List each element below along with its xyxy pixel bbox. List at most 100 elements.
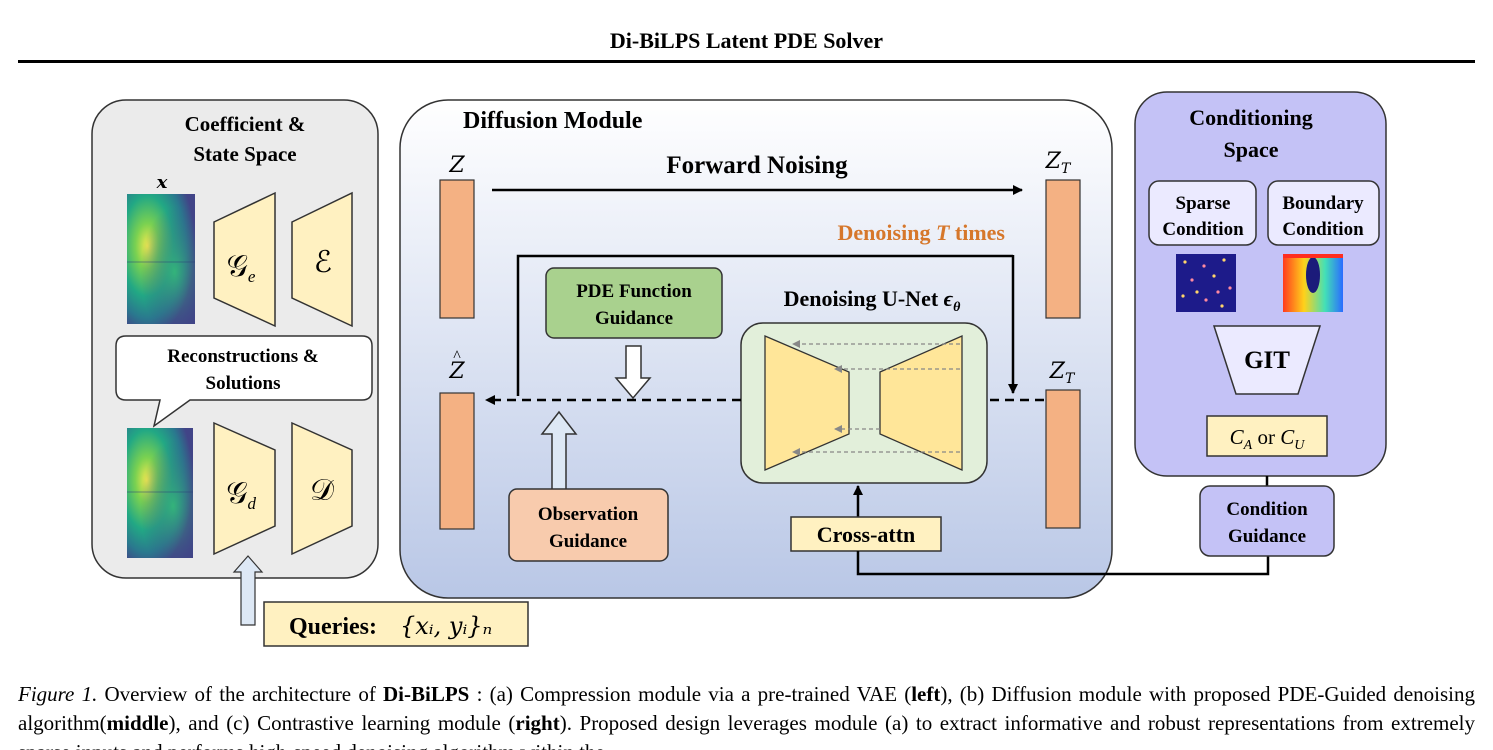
or-word: or [1252, 425, 1280, 449]
pde-guidance-line2: Guidance [595, 308, 673, 329]
queries-math: {xᵢ, yᵢ}ₙ [400, 612, 492, 640]
cu-c: C [1280, 425, 1295, 449]
boundary-condition-box: Boundary Condition [1267, 180, 1380, 246]
zt-top-label: Z [1045, 149, 1062, 174]
denoising-times-prefix: Denoising [838, 220, 936, 245]
input-field-heatmap [127, 194, 195, 324]
zhat-hat: ^ [453, 348, 461, 365]
caption-text-b: : (a) Compression module via a pre-train… [469, 682, 912, 706]
latent-zt-top [1045, 179, 1081, 319]
left-panel: Coefficient & State Space x 𝒢e ℰ Reconst… [91, 99, 529, 647]
ca-sub: A [1243, 438, 1253, 453]
forward-noising-label: Forward Noising [666, 152, 848, 179]
unet-encoder [764, 335, 850, 471]
caption-text-e: ). Proposed design leverages module (a) … [18, 711, 1475, 750]
sparse-line1: Sparse [1176, 193, 1231, 214]
encoder-ge: 𝒢e [213, 191, 276, 328]
decoder-d-symbol: 𝒟 [310, 474, 334, 507]
sparse-condition-box: Sparse Condition [1148, 180, 1257, 246]
unet-label: Denoising U-Net [784, 286, 944, 311]
svg-text:𝒢e: 𝒢e [227, 250, 256, 286]
observation-line2: Guidance [549, 531, 627, 552]
svg-text:ZT: ZT [1045, 149, 1072, 177]
denoising-times-T: T [936, 220, 951, 245]
figure-caption: Figure 1. Overview of the architecture o… [18, 680, 1475, 750]
conditioning-title-line1: Conditioning [1189, 105, 1313, 130]
denoising-loop-top [516, 254, 1013, 396]
unet-epsilon: ϵ [944, 286, 954, 311]
input-x-label: x [156, 172, 168, 193]
pde-guidance-arrow [614, 345, 652, 400]
observation-line1: Observation [538, 504, 639, 525]
decoder-d: 𝒟 [291, 421, 353, 556]
boundary-line2: Condition [1282, 219, 1364, 240]
svg-text:CA or CU: CA or CU [1230, 425, 1306, 453]
decoder-gd: 𝒢d [213, 421, 276, 556]
ca-c: C [1230, 425, 1245, 449]
ca-or-cu-box: CA or CU [1206, 415, 1328, 457]
page-header-title: Di-BiLPS Latent PDE Solver [609, 28, 884, 53]
queries-box: Queries: {xᵢ, yᵢ}ₙ [263, 601, 529, 647]
decoder-gd-subscript: d [247, 494, 256, 513]
zt-bottom-label: Z [1049, 359, 1066, 384]
figure-label: Figure 1. [18, 682, 98, 706]
encoder-e-symbol: ℰ [314, 246, 332, 279]
conditioning-panel: Conditioning Space Sparse Condition Boun… [1134, 91, 1387, 557]
reconstruction-heatmap [127, 428, 193, 558]
caption-model-name: Di-BiLPS [383, 682, 470, 706]
unet-theta: θ [953, 300, 961, 315]
conditioning-title-line2: Space [1224, 137, 1279, 162]
condition-guidance-box: Condition Guidance [1199, 485, 1335, 557]
diffusion-module-title: Diffusion Module [463, 108, 643, 134]
condition-guidance-line1: Condition [1226, 499, 1308, 520]
left-panel-title-line2: State Space [193, 142, 296, 166]
encoder-ge-symbol: 𝒢 [227, 250, 248, 283]
svg-text:Denoising U-Net ϵθ: Denoising U-Net ϵθ [784, 286, 962, 315]
caption-middle-word: middle [106, 711, 169, 735]
git-trapezoid: GIT [1212, 325, 1322, 395]
sparse-line2: Condition [1162, 219, 1244, 240]
zhat-label: Z [448, 359, 465, 384]
diffusion-panel: Diffusion Module Z Forward Noising ZT De… [399, 99, 1270, 599]
zt-bottom-subscript: T [1065, 371, 1076, 387]
svg-text:Denoising T times: Denoising T times [838, 220, 1006, 245]
latent-zhat [439, 392, 475, 530]
caption-left-word: left [911, 682, 941, 706]
pde-function-guidance-box: PDE Function Guidance [545, 267, 723, 339]
latent-zt-bottom [1045, 389, 1081, 529]
caption-text-d: ), and (c) Contrastive learning module ( [168, 711, 516, 735]
boundary-line1: Boundary [1282, 193, 1364, 214]
caption-text-c: ), (b) Diffusion module with proposed PD… [18, 682, 1475, 735]
cross-attn-box: Cross-attn [790, 516, 942, 552]
cu-sub: U [1294, 438, 1305, 453]
left-panel-title-line1: Coefficient & [185, 112, 306, 136]
boundary-condition-image [1283, 254, 1343, 312]
svg-text:ZT: ZT [1049, 359, 1076, 387]
denoising-times-suffix: times [949, 220, 1005, 245]
header-rule [18, 60, 1475, 63]
latent-z [439, 179, 475, 319]
sparse-condition-image [1176, 254, 1236, 312]
git-label: GIT [1244, 347, 1290, 374]
queries-arrow [232, 555, 264, 626]
unet-box [740, 322, 988, 484]
pde-guidance-line1: PDE Function [576, 281, 692, 302]
zt-top-subscript: T [1061, 161, 1072, 177]
caption-right-word: right [515, 711, 560, 735]
svg-text:𝒢d: 𝒢d [226, 477, 256, 513]
caption-text-a: Overview of the architecture of [97, 682, 384, 706]
speech-bubble: Reconstructions & Solutions [115, 335, 373, 428]
observation-guidance-box: Observation Guidance [508, 488, 669, 562]
z-label: Z [448, 153, 465, 178]
encoder-ge-subscript: e [248, 267, 256, 286]
condition-to-cross-attn-line [856, 551, 1270, 576]
decoder-gd-symbol: 𝒢 [226, 477, 247, 510]
condition-guidance-line2: Guidance [1228, 526, 1306, 547]
cross-attn-label: Cross-attn [817, 522, 916, 547]
queries-label: Queries: [289, 614, 377, 640]
observation-guidance-arrow [540, 410, 578, 491]
speech-bubble-line1: Reconstructions & [167, 346, 318, 367]
encoder-e: ℰ [291, 191, 353, 328]
speech-bubble-line2: Solutions [206, 373, 281, 394]
architecture-figure: Coefficient & State Space x 𝒢e ℰ Reconst… [91, 91, 1387, 647]
